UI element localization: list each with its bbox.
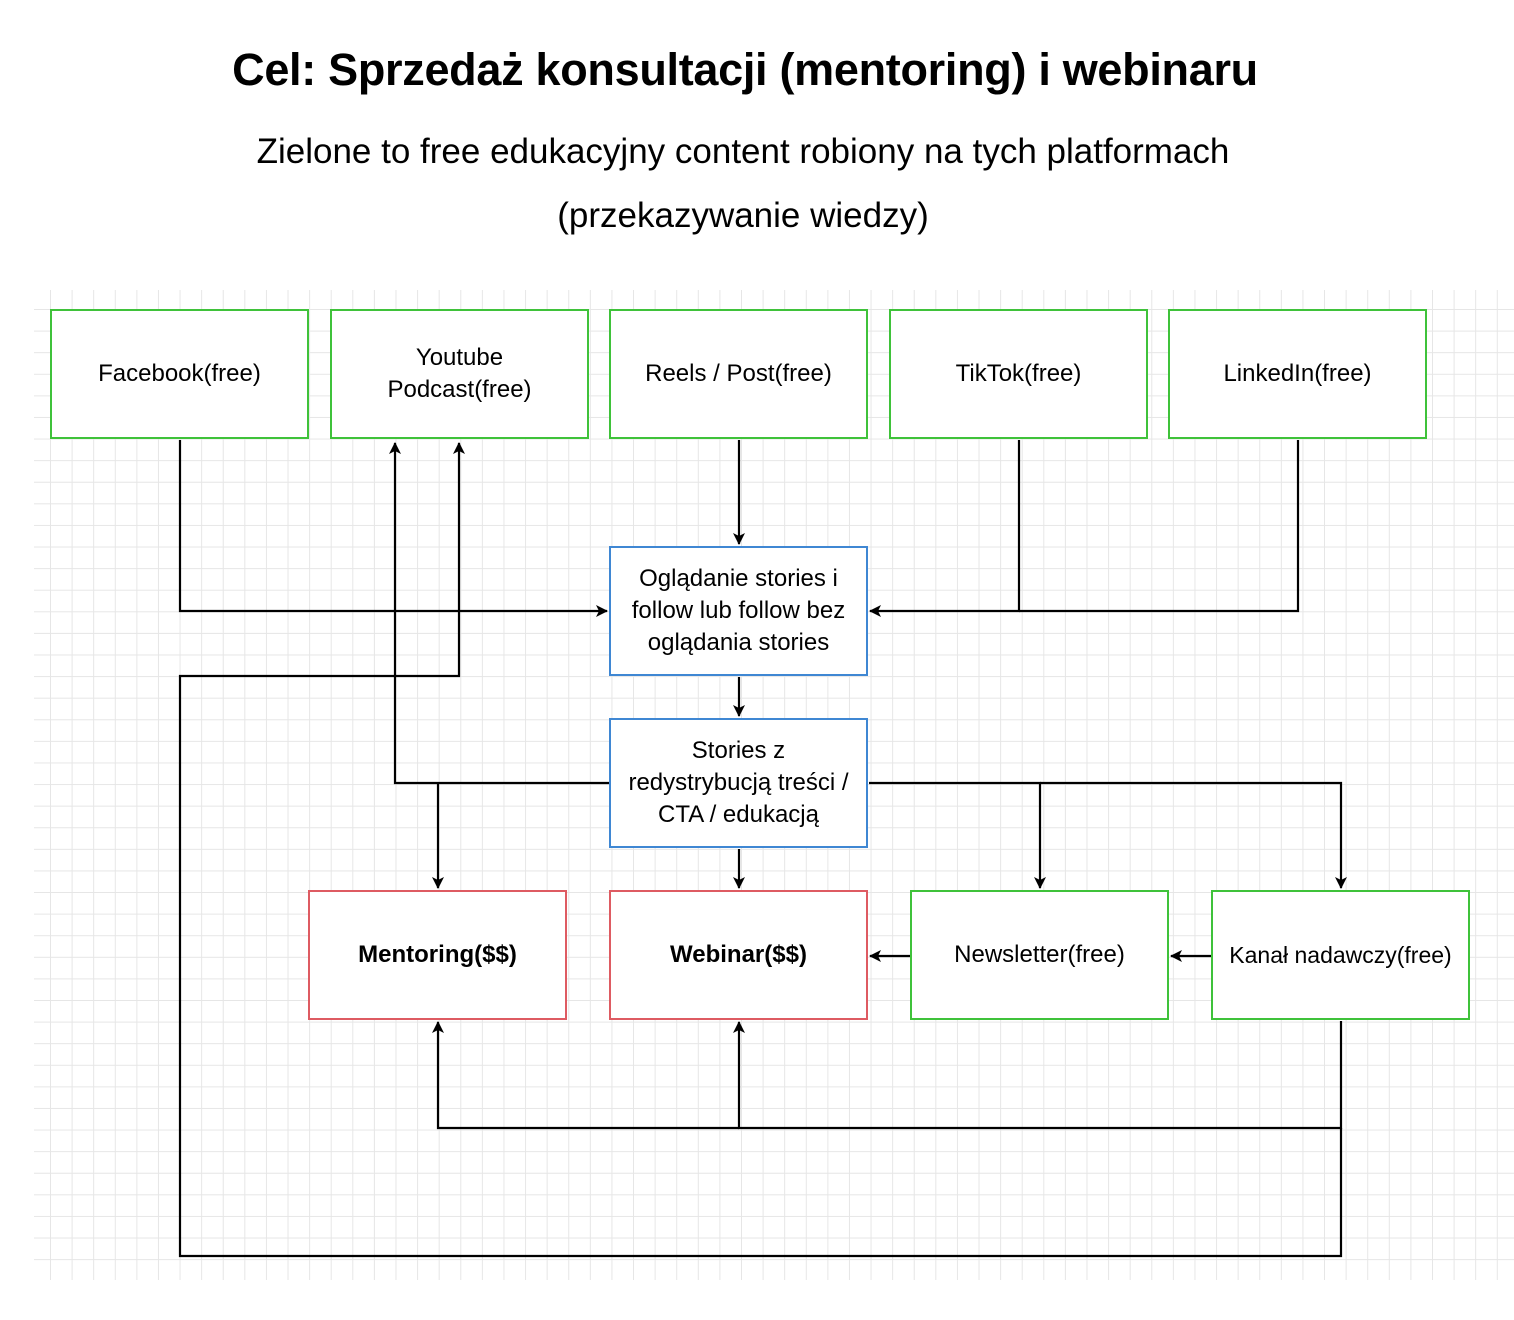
- node-youtube-podcast-label: Youtube Podcast(free): [387, 344, 532, 403]
- node-stories-redistribution[interactable]: Stories z redystrybucją treści / CTA / e…: [609, 718, 868, 848]
- node-tiktok[interactable]: TikTok(free): [889, 309, 1148, 439]
- diagram-subtitle-line-1: Zielone to free edukacyjny content robio…: [256, 132, 1230, 171]
- node-mentoring-label: Mentoring($$): [358, 941, 517, 968]
- node-broadcast-channel-label: Kanał nadawczy(free): [1229, 942, 1452, 968]
- node-webinar[interactable]: Webinar($$): [609, 890, 868, 1020]
- node-newsletter[interactable]: Newsletter(free): [910, 890, 1169, 1020]
- node-watching-stories[interactable]: Oglądanie stories i follow lub follow be…: [609, 546, 868, 676]
- node-facebook-label: Facebook(free): [98, 360, 261, 387]
- node-watching-stories-label: Oglądanie stories i follow lub follow be…: [631, 565, 846, 656]
- node-reels-post-label: Reels / Post(free): [645, 360, 832, 387]
- node-mentoring[interactable]: Mentoring($$): [308, 890, 567, 1020]
- node-stories-redistribution-label: Stories z redystrybucją treści / CTA / e…: [628, 737, 849, 828]
- node-reels-post[interactable]: Reels / Post(free): [609, 309, 868, 439]
- node-youtube-podcast[interactable]: Youtube Podcast(free): [330, 309, 589, 439]
- diagram-subtitle-line-2: (przekazywanie wiedzy): [557, 196, 929, 235]
- node-tiktok-label: TikTok(free): [955, 360, 1082, 387]
- node-facebook[interactable]: Facebook(free): [50, 309, 309, 439]
- node-broadcast-channel[interactable]: Kanał nadawczy(free): [1211, 890, 1470, 1020]
- node-webinar-label: Webinar($$): [670, 941, 807, 968]
- node-linkedin[interactable]: LinkedIn(free): [1168, 309, 1427, 439]
- diagram-title: Cel: Sprzedaż konsultacji (mentoring) i …: [232, 44, 1258, 95]
- node-linkedin-label: LinkedIn(free): [1223, 360, 1372, 387]
- node-newsletter-label: Newsletter(free): [954, 941, 1125, 968]
